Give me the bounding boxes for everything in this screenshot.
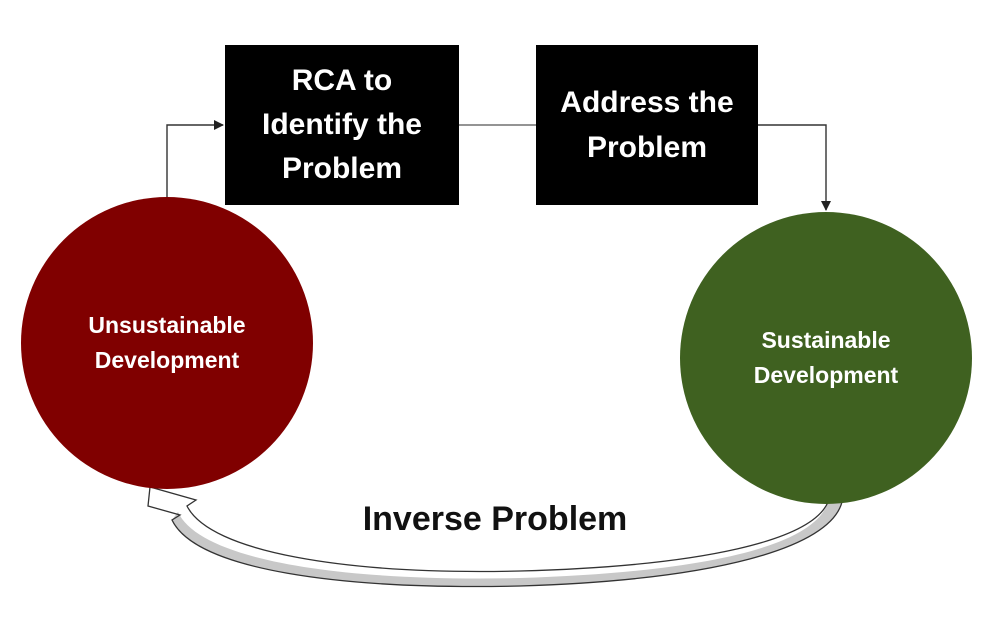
address-box: Address the Problem xyxy=(536,45,758,205)
unsustainable-development-circle: Unsustainable Development xyxy=(21,197,313,489)
sustainable-development-circle: Sustainable Development xyxy=(680,212,972,504)
address-box-line-2: Problem xyxy=(586,131,707,164)
address-box-line-1: Address the xyxy=(560,86,734,119)
connector-unsustainable-to-rca xyxy=(166,120,224,197)
rca-box: RCA to Identify the Problem xyxy=(225,45,459,205)
rca-box-line-2: Identify the xyxy=(261,108,422,141)
inverse-problem-label: Inverse Problem xyxy=(362,500,628,538)
rca-box-line-3: Problem xyxy=(281,152,402,185)
sustainable-line-1: Sustainable xyxy=(761,327,891,353)
sustainable-line-2: Development xyxy=(753,362,899,388)
rca-box-line-1: RCA to xyxy=(291,64,393,97)
unsustainable-line-2: Development xyxy=(94,347,240,373)
connector-address-to-sustainable xyxy=(758,124,831,211)
unsustainable-line-1: Unsustainable xyxy=(88,312,246,338)
inverse-arrow xyxy=(147,486,843,588)
inverse-arrow-outline xyxy=(147,486,843,588)
